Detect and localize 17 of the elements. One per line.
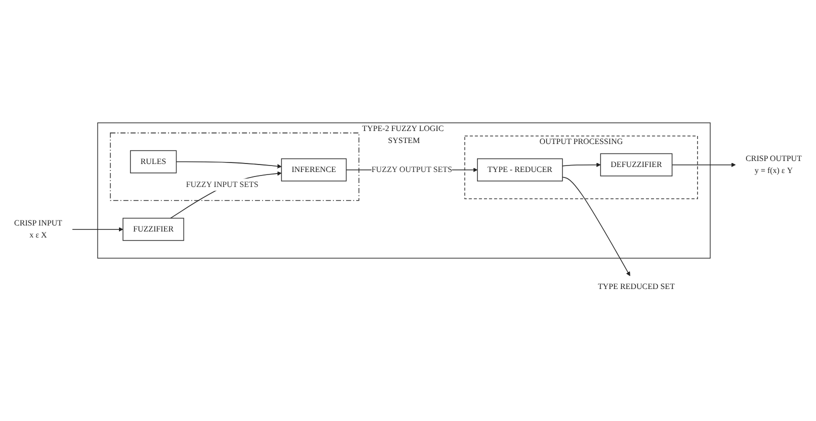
node-box: FUZZIFIER — [122, 218, 184, 241]
node-box: RULES — [130, 150, 177, 174]
arrow — [176, 161, 282, 168]
arrow — [672, 162, 736, 168]
node-box: INFERENCE — [281, 158, 347, 182]
arrow — [170, 171, 282, 219]
node-text: CRISP OUTPUT y = f(x) ε Y — [746, 154, 802, 175]
arrow — [72, 227, 124, 232]
node-text: TYPE REDUCED SET — [598, 282, 675, 292]
edge-label: FUZZY INPUT SETS — [186, 180, 258, 189]
node-box: TYPE - REDUCER — [477, 158, 563, 182]
node-text: CRISP INPUT x ε X — [14, 218, 62, 240]
cluster — [110, 132, 360, 201]
arrow — [562, 162, 601, 168]
node-box: DEFUZZIFIER — [600, 153, 672, 176]
arrow — [562, 176, 630, 276]
edge-label: FUZZY OUTPUT SETS — [372, 165, 452, 174]
